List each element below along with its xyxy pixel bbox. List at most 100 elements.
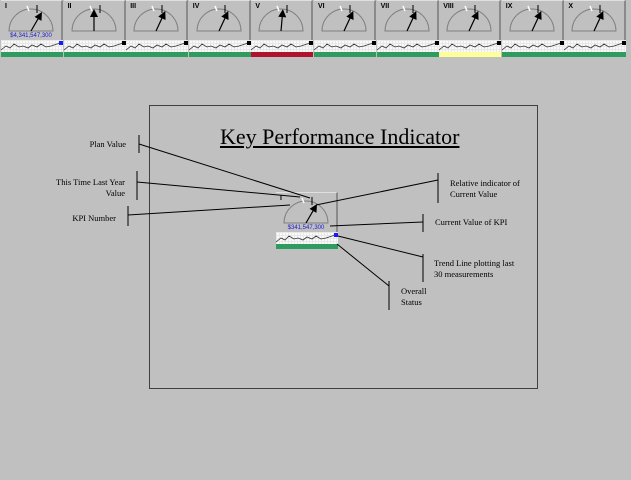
kpi-number-label: KPI Number [72,213,116,223]
status-bar [1,52,63,57]
status-bar [376,52,439,57]
overall-status-label: Overall Status [401,286,427,308]
status-bar [501,52,564,57]
kpi-widget-7[interactable]: VII [376,0,439,58]
trend-line [275,232,338,244]
trend-end-marker [246,41,251,45]
trend-line [438,40,502,52]
trend-end-marker [334,233,338,237]
trend-end-marker [184,41,189,45]
kpi-number: II [67,3,72,10]
trend-label-line2: 30 measurements [434,269,494,279]
last-year-tick [527,5,531,12]
dial-arc [133,8,179,32]
kpi-widget-2[interactable]: II [63,0,126,58]
dial-arc [321,8,367,32]
gauge: IV [188,0,251,40]
kpi-current-value: $341,547,300 [287,225,325,231]
kpi-number: III [130,3,137,10]
trend-end-marker [434,41,439,45]
gauge: X [564,0,627,40]
needle-icon [305,203,317,224]
trend-line-label: Trend Line plotting last 30 measurements [434,258,514,280]
trend-end-marker [309,41,314,45]
status-label-line1: Overall [401,286,427,296]
legend-title: Key Performance Indicator [220,124,460,149]
relative-indicator-label: Relative indicator of Current Value [450,178,520,200]
last-year-tick [88,5,93,12]
kpi-number: IV [192,3,200,10]
sample-kpi-widget[interactable]: I $341,547,300 [275,192,338,249]
needle-icon [468,11,479,32]
last-year-tick [464,5,468,12]
kpi-number: VIII [443,3,454,10]
last-year-tick [26,5,30,12]
kpi-current-value: $4,341,547,300 [10,33,52,39]
last-year-label-line1: This Time Last Year [56,177,125,187]
gauge: II [63,0,126,40]
gauge-dial [196,5,242,32]
gauge-dial [258,5,304,32]
trend-line [376,40,439,52]
trend-end-marker [372,41,376,45]
kpi-number: VI [318,3,325,10]
needle-icon [531,11,542,32]
kpi-number: X [568,3,574,10]
needle-icon [406,11,417,32]
status-label-line2: Status [401,297,422,307]
kpi-widget-5[interactable]: V [251,0,314,58]
kpi-widget-3[interactable]: III [125,0,189,58]
last-year-tick [276,5,281,12]
trend-end-marker [559,41,564,45]
kpi-number: I [280,195,282,202]
dial-arc [71,8,117,32]
trend-line [501,40,564,52]
last-year-tick [589,5,594,12]
gauge: VI [314,0,376,40]
gauge-dial [384,5,430,32]
dial-arc [8,8,54,32]
trend-line [125,40,189,52]
gauge-dial [133,5,179,32]
last-year-tick [339,5,343,12]
needle-icon [155,11,166,32]
gauge: I $4,341,547,300 [1,0,63,40]
trend-line [313,40,376,52]
plan-value-label: Plan Value [89,139,126,149]
needle-icon [30,11,42,32]
trend-end-marker [59,41,63,45]
trend-end-marker [121,41,126,45]
gauge: I $341,547,300 [276,192,338,232]
kpi-number: VII [380,3,390,10]
needle-icon [89,9,98,31]
last-year-label: This Time Last Year Value [30,177,125,199]
status-bar [63,52,126,57]
kpi-widget-8[interactable]: VIII [438,0,502,58]
needle-icon [278,9,287,32]
last-year-tick [401,5,406,12]
relative-label-line2: Current Value [450,189,498,199]
kpi-widget-4[interactable]: IV [188,0,251,58]
legend-panel [149,105,538,389]
gauge: III [126,0,189,40]
kpi-widget-6[interactable]: VI [313,0,376,58]
trend-line [564,40,627,52]
gauge: VIII [439,0,502,40]
gauge-dial [283,197,329,224]
trend-line [63,40,126,52]
relative-label-line1: Relative indicator of [450,178,520,188]
trend-line [0,40,63,52]
gauge-dial [321,5,367,32]
kpi-strip: I $4,341,547,300 II [0,0,631,60]
gauge: VII [376,0,439,40]
kpi-widget-1[interactable]: I $4,341,547,300 [0,0,63,58]
dial-arc [446,8,492,32]
trend-label-line1: Trend Line plotting last [434,258,515,268]
kpi-widget-9[interactable]: IX [501,0,564,58]
gauge-dial [446,5,492,32]
gauge-dial [571,5,617,32]
kpi-widget-10[interactable]: X [564,0,627,58]
last-year-tick [151,5,155,12]
status-bar [314,52,376,57]
